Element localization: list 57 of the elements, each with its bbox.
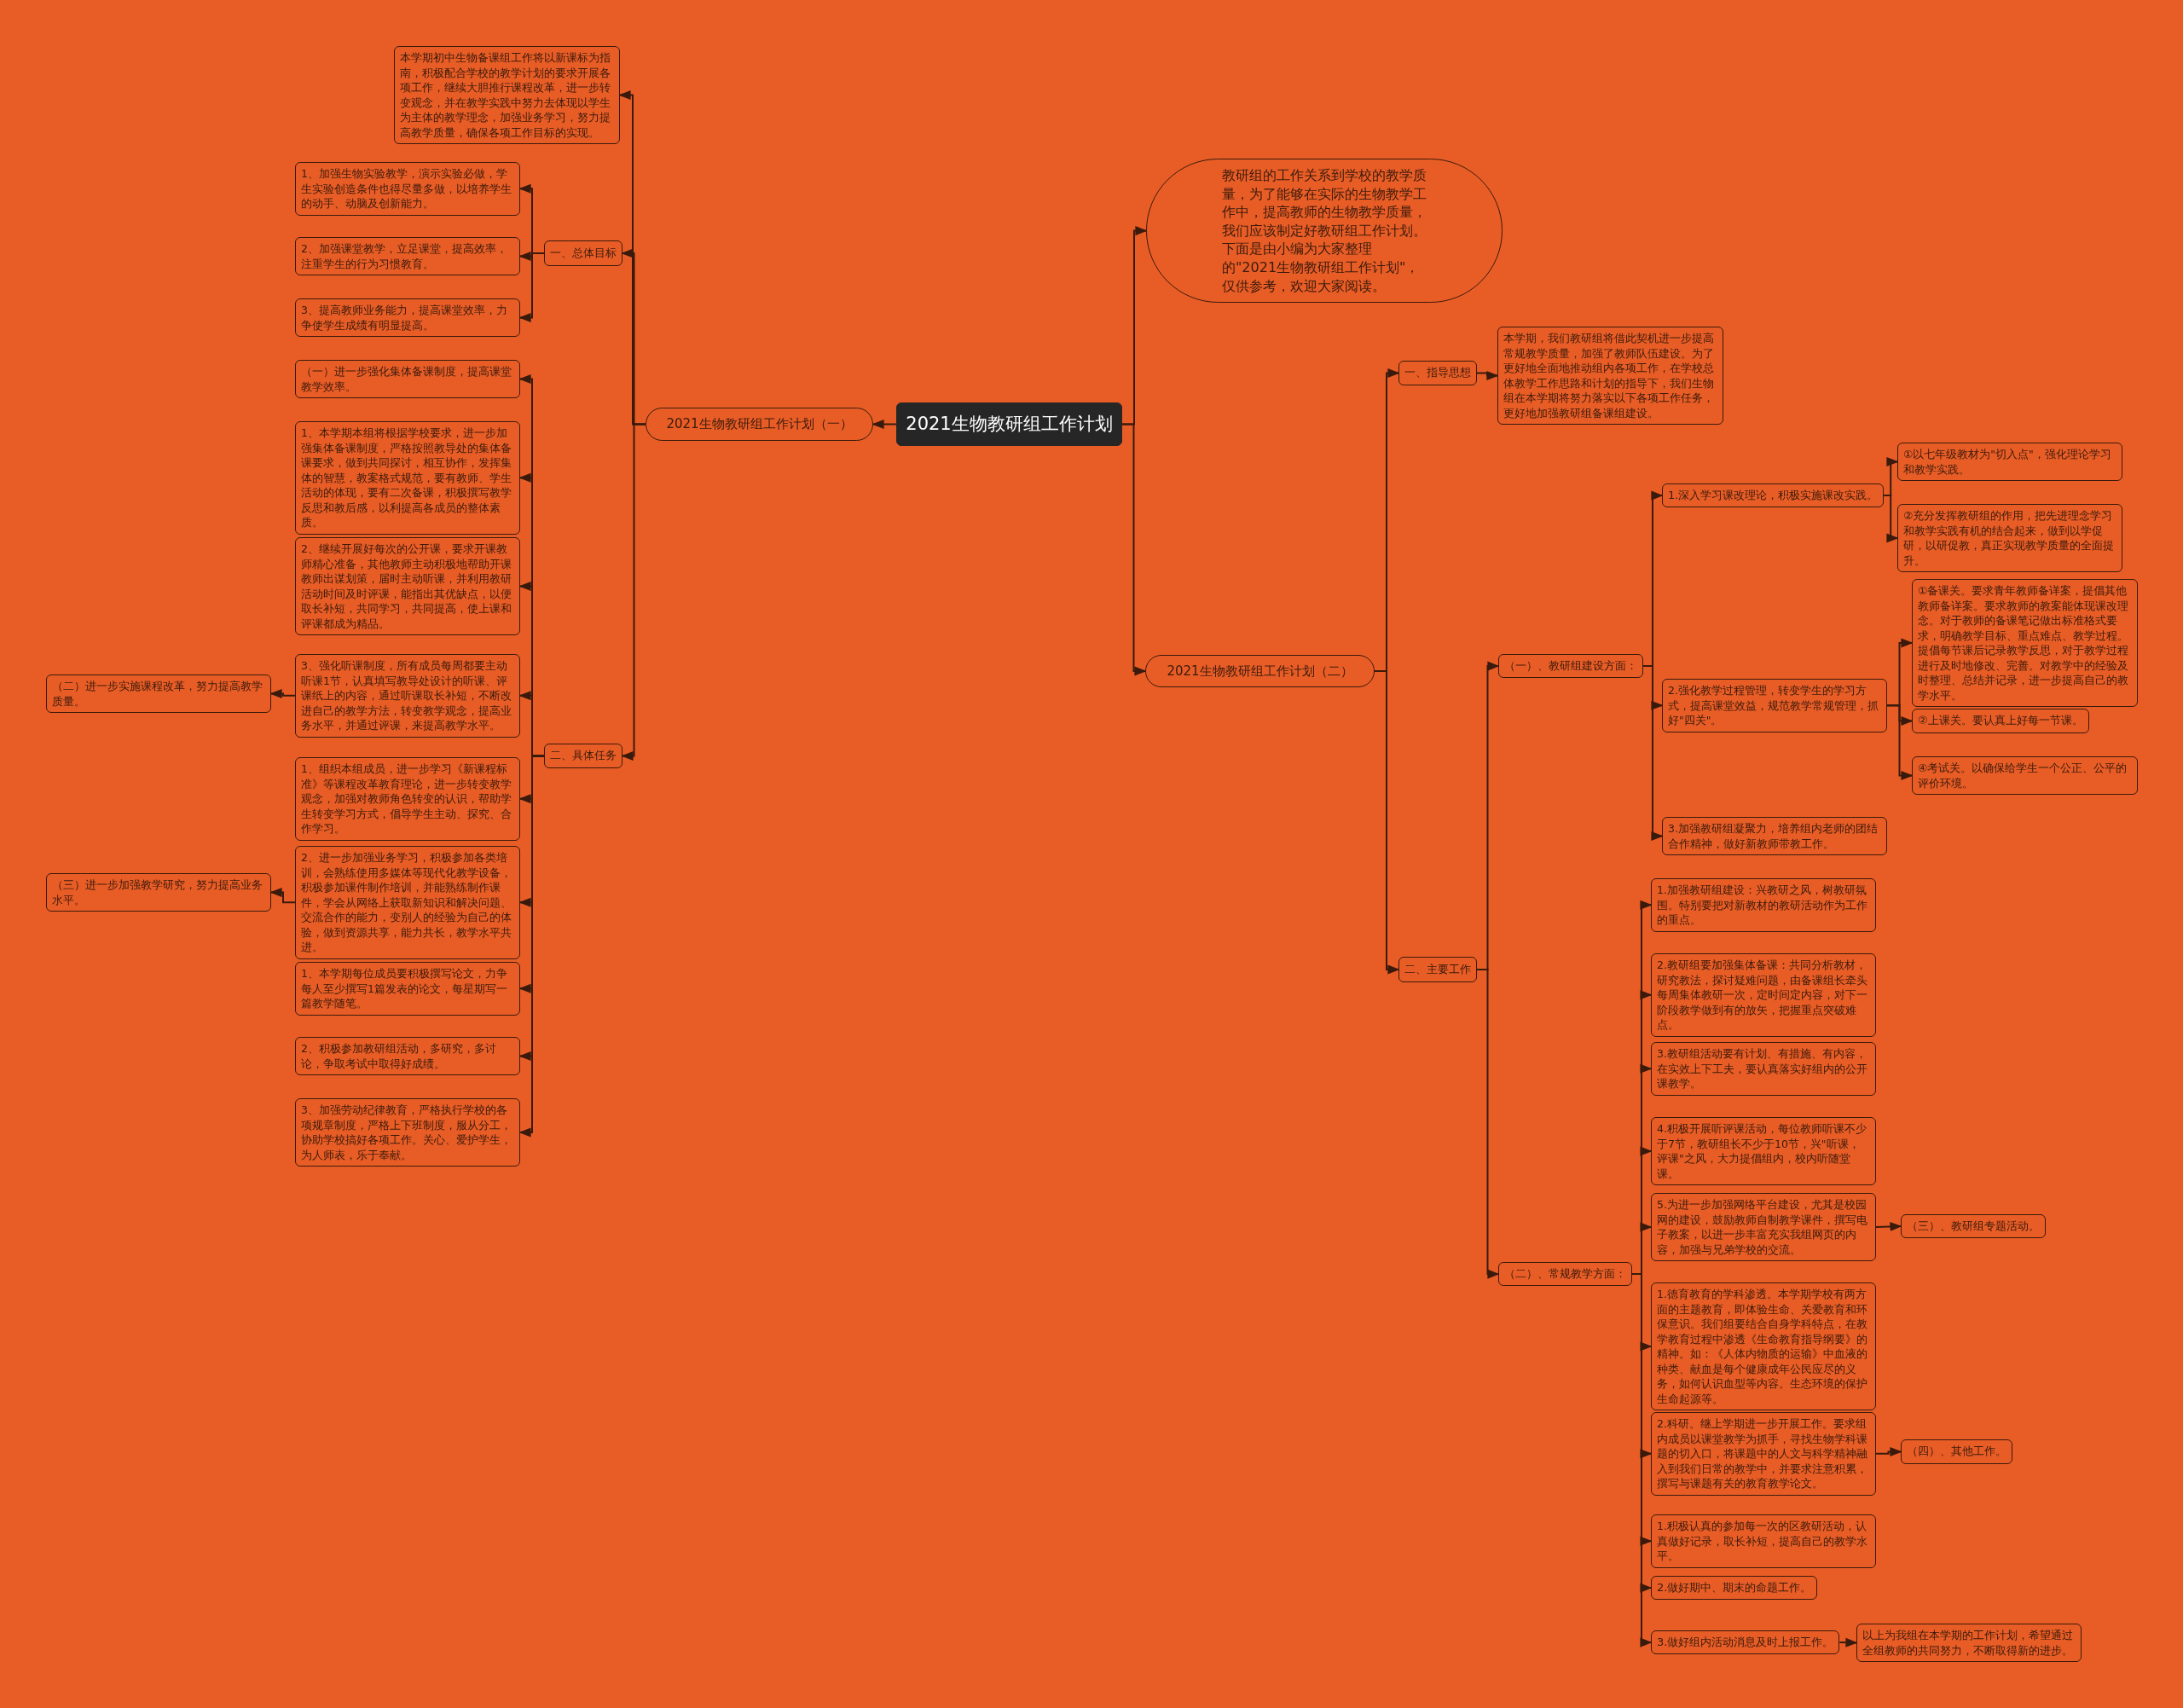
connector-arrow xyxy=(1476,370,1499,381)
text-card: 本学期初中生物备课组工作将以新课标为指南，积极配合学校的教学计划的要求开展各项工作，继续大胆推行课程改革，进一步转变观念，并在教学实践中努力去体现以学生为主体的教学理念，加强业务学习，努力提高教学质量，确保各项工作目标的实现。 xyxy=(394,46,620,144)
connector-arrow xyxy=(1875,1221,1902,1232)
text-card: 2、积极参加教研组活动，多研究，多讨论，争取考试中取得好成绩。 xyxy=(295,1037,520,1075)
topic-label: 3.做好组内活动消息及时上报工作。 xyxy=(1651,1630,1840,1655)
text-card: 1、本学期本组将根据学校要求，进一步加强集体备课制度，严格按照教导处的集体备课要求，做到共同探讨，相互协作，发挥集体的智慧，教案格式规范，要有教师、学生活动的体现，要有二次备课，积极撰写教学反思和教后感，以利提高各成员的整体素质。 xyxy=(295,421,520,535)
text-card: 以上为我组在本学期的工作计划，希望通过全组教师的共同努力，不断取得新的进步。 xyxy=(1856,1624,2082,1662)
text-card: 2.科研。继上学期进一步开展工作。要求组内成员以课堂教学为抓手，寻找生物学科课题的切入口，将课题中的人文与科学精神融入到我们日常的教学中，并要求注意积累，撰写与课题有关的教育教学论文。 xyxy=(1651,1412,1876,1496)
text-card: ②充分发挥教研组的作用，把先进理念学习和教学实践有机的结合起来，做到以学促研，以研促教，真正实现教学质量的全面提升。 xyxy=(1897,504,2122,572)
text-card: 5.为进一步加强网络平台建设，尤其是校园网的建设，鼓励教师自制教学课件，撰写电子教案，以进一步丰富充实我组网页的内容，加强与兄弟学校的交流。 xyxy=(1651,1193,1876,1261)
text-card: 3.加强教研组凝聚力，培养组内老师的团结合作精神，做好新教师带教工作。 xyxy=(1662,817,1887,855)
connector-arrow xyxy=(1883,495,1899,543)
text-card: ④考试关。以确保给学生一个公正、公平的评价环境。 xyxy=(1912,756,2138,795)
connector-arrow xyxy=(1374,670,1400,975)
text-card: 2.教研组要加强集体备课：共同分析教材，研究教法，探讨疑难问题，由备课组长牵头每周集体教研一次，定时间定内容，对下一阶段教学做到有的放矢，把握重点突破难点。 xyxy=(1651,953,1876,1037)
text-card: ①备课关。要求青年教师备详案，提倡其他教师备详案。要求教师的教案能体现课改理念。对于教师的备课笔记做出标准格式要求，明确教学目标、重点难点、教学过程。提倡每节课后记录教学反思，对于教学过程进行及时地修改、完善。对教学中的经验及时整理、总结并记录，进一步提高自己的教学水平。 xyxy=(1912,579,2138,707)
text-card: 2、进一步加强业务学习，积极参加各类培训，会熟练使用多媒体等现代化教学设备，积极参加课件制作培训，并能熟练制作课件，学会从网络上获取新知识和解决问题、交流合作的能力，变别人的经验为自己的体验，做到资源共享，能力共长，教学水平共进。 xyxy=(295,846,520,959)
connector-arrow xyxy=(269,887,296,904)
topic-label: 一、指导思想 xyxy=(1398,361,1477,385)
topic-label: 一、总体目标 xyxy=(544,240,622,266)
connector-arrow xyxy=(269,688,296,699)
text-card: 1.德育教育的学科渗透。本学期学校有两方面的主题教育，即体验生命、关爱教育和环保意识。我们组要结合自身学科特点，在教学教育过程中渗透《生命教育指导纲要》的精神。如：《人体内物质的运输》中血液的种类、献血是每个健康成年公民应尽的义务，如何认识血型等内容。生态环境的保护生命起源等。 xyxy=(1651,1282,1876,1410)
connector-arrow xyxy=(871,419,897,430)
connector-arrow xyxy=(1121,423,1147,676)
text-card: （三）进一步加强教学研究，努力提高业务水平。 xyxy=(46,873,271,912)
text-card: 1、组织本组成员，进一步学习《新课程标准》等课程改革教育理论，进一步转变教学观念，加强对教师角色转变的认识，帮助学生转变学习方式，倡导学生主动、探究、合作学习。 xyxy=(295,757,520,841)
topic-label: 二、主要工作 xyxy=(1398,957,1477,982)
connector-arrow xyxy=(1875,1446,1902,1457)
text-card: 1.加强教研组建设：兴教研之风，树教研氛围。特别要把对新教材的教研活动作为工作的重点。 xyxy=(1651,878,1876,932)
topic-label: ②上课关。要认真上好每一节课。 xyxy=(1912,709,2089,733)
connector-arrow xyxy=(1886,704,1914,781)
text-card: 3、加强劳动纪律教育，严格执行学校的各项规章制度，严格上下班制度，服从分工，协助学校搞好各项工作。关心、爱护学生，为人师表，乐于奉献。 xyxy=(295,1098,520,1167)
text-card: 3、强化听课制度，所有成员每周都要主动听课1节，认真填写教导处设计的听课、评课纸上的内容，通过听课取长补短，不断改进自己的教学方法，转变教学观念，提高业务水平，并通过评课，来提高教学水平。 xyxy=(295,654,520,738)
topic-label: （二）、常规教学方面： xyxy=(1498,1262,1632,1287)
text-card: 1、加强生物实验教学，演示实验必做，学生实验创造条件也得尽量多做，以培养学生的动手、动脑及创新能力。 xyxy=(295,162,520,216)
topic-label: （四）、其他工作。 xyxy=(1901,1439,2012,1464)
connector-arrow xyxy=(621,423,646,761)
text-card: （二）进一步实施课程改革，努力提高教学质量。 xyxy=(46,675,271,713)
connector-arrow xyxy=(1476,969,1500,1279)
topic-label: 二、具体任务 xyxy=(544,744,622,768)
text-card: （一）进一步强化集体备课制度，提高课堂教学效率。 xyxy=(295,360,520,398)
topic-label: 1.深入学习课改理论，积极实施课改实践。 xyxy=(1662,483,1885,508)
text-card: 1、本学期每位成员要积极撰写论文，力争每人至少撰写1篇发表的论文，每星期写一篇教学随笔。 xyxy=(295,962,520,1016)
connector-arrow xyxy=(1838,1637,1858,1647)
text-card: 3.教研组活动要有计划、有措施、有内容，在实效上下工夫，要认真落实好组内的公开课教学。 xyxy=(1651,1042,1876,1096)
text-card: ①以七年级教材为"切入点"，强化理论学习和教学实践。 xyxy=(1897,443,2122,481)
text-card: 2.强化教学过程管理，转变学生的学习方式，提高课堂效益，规范教学常规管理，抓好"四关"。 xyxy=(1662,679,1887,732)
topic-label: （三）、教研组专题活动。 xyxy=(1901,1214,2046,1239)
text-card: 本学期，我们教研组将借此契机进一步提高常规教学质量，加强了教师队伍建设。为了更好地全面地推动组内各项工作，在学校总体教学工作思路和计划的指导下，我们生物组在本学期将努力落实以下各项工作任务，更好地加强教研组备课组建设。 xyxy=(1497,327,1723,425)
central-topic: 2021生物教研组工作计划 xyxy=(896,402,1122,446)
topic-label: 2.做好期中、期末的命题工作。 xyxy=(1651,1576,1818,1601)
text-card: 3、提高教师业务能力，提高课堂效率，力争使学生成绩有明显提高。 xyxy=(295,298,520,337)
text-card: 4.积极开展听评课活动，每位教师听课不少于7节，教研组长不少于10节，兴"听课，评课"之风，大力提倡组内，校内听随堂课。 xyxy=(1651,1117,1876,1185)
text-card: 2、继续开展好每次的公开课，要求开课教师精心准备，其他教师主动积极地帮助开课教师出谋划策，届时主动听课，并利用教研活动时间及时评课，能指出其优缺点，以便取长补短，共同学习，共同提高，使上课和评课都成为精品。 xyxy=(295,537,520,635)
text-card: 2、加强课堂教学，立足课堂，提高效率，注重学生的行为习惯教育。 xyxy=(295,237,520,275)
text-card: 1.积极认真的参加每一次的区教研活动，认真做好记录，取长补短，提高自己的教学水平。 xyxy=(1651,1514,1876,1568)
topic-label: （一）、教研组建设方面： xyxy=(1498,654,1643,679)
